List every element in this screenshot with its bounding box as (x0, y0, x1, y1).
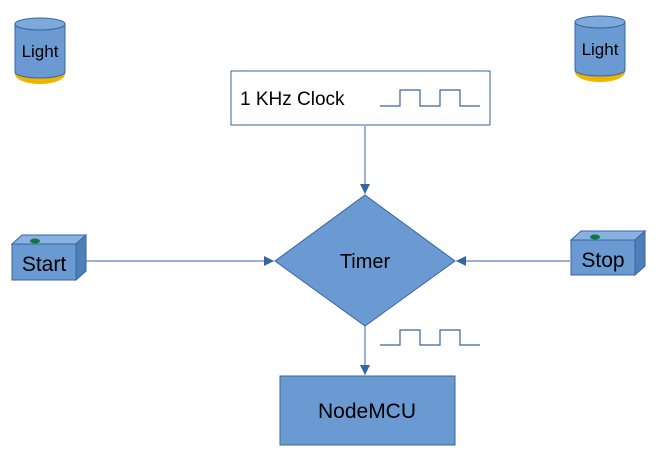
output-waveform-icon (380, 329, 480, 346)
light-left-top (14, 17, 66, 31)
stop-box-top (569, 230, 647, 241)
light-right: Light (574, 15, 626, 82)
light-right-body (574, 21, 626, 77)
stop-node: Stop (569, 229, 647, 277)
start-node: Start (10, 233, 88, 282)
stop-box-front (570, 239, 636, 276)
nodemcu-box (279, 375, 456, 446)
start-box-top (10, 234, 88, 245)
light-right-top (574, 15, 626, 29)
start-label: Start (22, 253, 67, 276)
light-left: Light (14, 17, 66, 84)
light-left-body (14, 23, 66, 79)
clock-node: 1 KHz Clock (230, 70, 491, 126)
nodemcu-node: NodeMCU (279, 375, 456, 446)
light-left-label: Light (22, 42, 59, 61)
timer-node: Timer (274, 194, 456, 327)
nodemcu-label: NodeMCU (318, 400, 416, 423)
clock-label: 1 KHz Clock (240, 89, 345, 110)
start-box-front (11, 243, 77, 281)
stop-led-icon (590, 234, 600, 240)
timer-diamond (274, 194, 456, 327)
stop-label: Stop (581, 249, 624, 272)
start-led-icon (30, 238, 40, 244)
timer-label: Timer (340, 251, 391, 273)
clock-waveform-icon (380, 89, 480, 107)
light-right-label: Light (582, 40, 619, 59)
clock-box (230, 70, 491, 126)
